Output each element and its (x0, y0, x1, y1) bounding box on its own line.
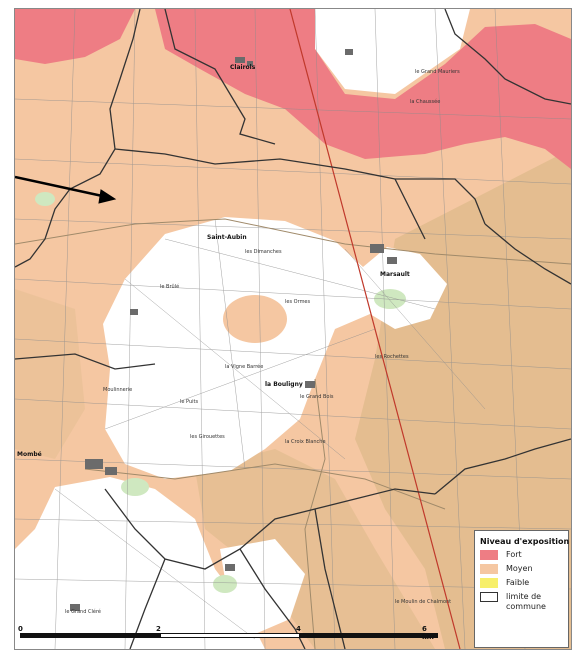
scale-tick: 6 km (422, 625, 434, 641)
scale-segment (160, 633, 300, 638)
place-label: Clairols (230, 64, 256, 71)
legend-label: Fort (506, 550, 522, 559)
legend-title: Niveau d'exposition (480, 537, 570, 546)
zone-none-north (305, 9, 470, 94)
green-patch (35, 192, 55, 206)
scale-segment (300, 633, 438, 638)
railway-line (289, 9, 461, 649)
zone-fort-north (155, 9, 571, 169)
place-label: le Brûlé (160, 284, 180, 290)
legend-item-moyen: Moyen (480, 564, 563, 574)
legend-item-fort: Fort (480, 550, 563, 560)
main-roads (15, 218, 571, 649)
scale-tick: 2 (156, 625, 161, 633)
place-label: la Chaussée (410, 99, 441, 105)
place-label: la Croix Blanche (285, 439, 326, 445)
zone-none-south-east (220, 539, 305, 634)
legend-swatch-fort (480, 550, 498, 560)
place-label: le Moulin de Chalmont (395, 599, 452, 605)
place-label: les Girouettes (190, 434, 225, 440)
place-label: le Grand Cléré (65, 609, 101, 615)
place-label: Mombé (17, 451, 42, 458)
place-label: la Vigne Barrée (225, 364, 264, 370)
green-patch (121, 478, 149, 496)
green-patch (213, 575, 237, 593)
legend-label: Moyen (506, 564, 533, 573)
legend-item-boundary: limite de commune (480, 592, 563, 612)
zone-none-central (103, 217, 447, 479)
map-frame[interactable]: Clairols le Grand Mauriers la Chaussée S… (14, 8, 572, 650)
place-label: Moulinnerie (103, 387, 133, 393)
place-label: les Dimanches (245, 249, 282, 255)
zone-fort-north-west (15, 9, 135, 64)
place-label: le Grand Mauriers (415, 69, 460, 75)
town-clusters (70, 49, 397, 611)
place-label: Saint-Aubin (207, 234, 247, 241)
place-label: les Ormes (285, 299, 311, 305)
place-label: les Rochettes (375, 354, 409, 360)
scale-tick: 4 (296, 625, 301, 633)
scale-bar: 0 2 4 6 km (18, 625, 438, 648)
map-canvas[interactable] (15, 9, 571, 649)
zone-moyen-dark-south (195, 449, 435, 649)
legend-label: limite de commune (506, 592, 546, 611)
legend-swatch-moyen (480, 564, 498, 574)
zone-moyen-islet (223, 295, 287, 343)
place-label: la Bouligny (265, 381, 303, 388)
legend-swatch-faible (480, 578, 498, 588)
zone-moyen-dark-west (15, 289, 85, 459)
place-label: le Puits (180, 399, 199, 405)
map-legend: Niveau d'exposition Fort Moyen Faible li… (474, 530, 569, 648)
legend-swatch-boundary (480, 592, 498, 602)
legend-label: Faible (506, 578, 530, 587)
place-label: Marsault (380, 271, 410, 278)
annotation-arrow (15, 175, 117, 204)
scale-tick: 0 (18, 625, 23, 633)
place-label: le Grand Bois (300, 394, 334, 400)
legend-item-faible: Faible (480, 578, 563, 588)
scale-segment (20, 633, 160, 638)
